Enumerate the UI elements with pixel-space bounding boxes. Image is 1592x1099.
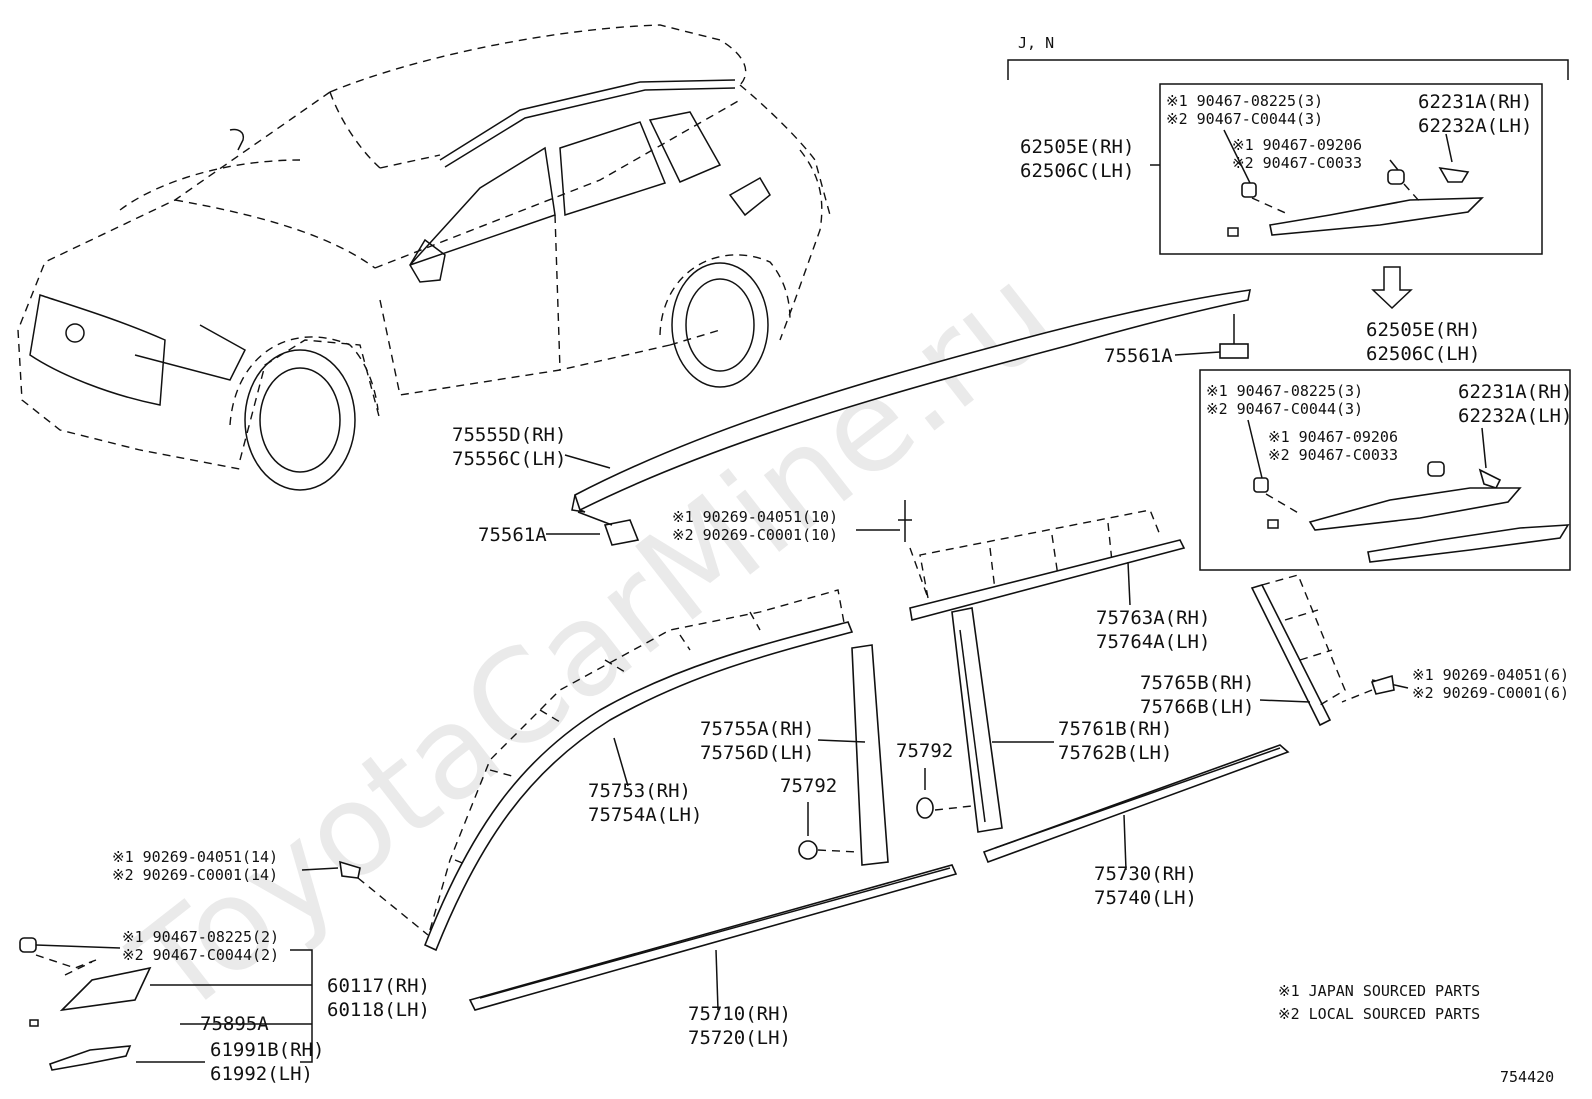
- roof-moulding-shape: [574, 289, 1252, 512]
- quarter-rh-label: 75765B(RH): [1140, 672, 1254, 694]
- clip-right-label-2: ※2 90269-C0001(6): [1412, 684, 1569, 702]
- roof-moulding-group: 75561A 75555D(RH) 75556C(LH) 75561A: [452, 289, 1252, 546]
- upper-mouldings: ※1 90269-04051(10) ※2 90269-C0001(10) 75…: [672, 500, 1569, 727]
- clip-left-label-1: ※1 90269-04051(14): [112, 848, 278, 866]
- front-door-pillar-shape: [851, 644, 889, 866]
- box2-clip-b1: ※1 90467-09206: [1268, 428, 1398, 446]
- clip-right-shape: [1370, 674, 1395, 695]
- box1-clip-b-shape: [1387, 169, 1405, 185]
- detail-box-1: J, N 62505E(RH) 62506C(LH) ※1 90467-0822…: [1007, 34, 1569, 255]
- box1-clip-a2: ※2 90467-C0044(3): [1166, 110, 1323, 128]
- windshield-lh-label: 75754A(LH): [588, 804, 702, 826]
- box1-part-lh: 62506C(LH): [1020, 160, 1134, 182]
- pillar-rear-lh-label: 75762B(LH): [1058, 742, 1172, 764]
- box1-cover-shape: [1438, 166, 1470, 183]
- box2-part-lh: 62506C(LH): [1366, 343, 1480, 365]
- mirror-base-rh-label: 60117(RH): [327, 975, 430, 997]
- mirror-base-shape: [59, 966, 152, 1012]
- diagram-id: 754420: [1500, 1068, 1554, 1086]
- box1-clip-a-shape: [1241, 182, 1257, 198]
- box2-part-rh: 62505E(RH): [1366, 319, 1480, 341]
- roof-mould-lh-label: 75556C(LH): [452, 448, 566, 470]
- watermark: ToyotaCarMine.ru: [107, 239, 1081, 1045]
- garnish-shape: [48, 1045, 132, 1071]
- grommet-b-label: 75792: [896, 740, 953, 762]
- belt-front-lh-label: 75720(LH): [688, 1027, 791, 1049]
- box1-clip-b1: ※1 90467-09206: [1232, 136, 1362, 154]
- group-header: J, N: [1018, 34, 1054, 52]
- detail-box-2: 62505E(RH) 62506C(LH) ※1 90467-08225(3) …: [1199, 319, 1572, 571]
- belt-rear-lh-label: 75740(LH): [1094, 887, 1197, 909]
- box2-cover-rh: 62231A(RH): [1458, 381, 1572, 403]
- box1-cover-rh: 62231A(RH): [1418, 91, 1532, 113]
- box1-cover-lh: 62232A(LH): [1418, 115, 1532, 137]
- mirror-clip-label-2: ※2 90467-C0044(2): [122, 946, 279, 964]
- mirror-clip-label-1: ※1 90467-08225(2): [122, 928, 279, 946]
- box2-clip-a-shape: [1253, 477, 1269, 493]
- clip-left-label-2: ※2 90269-C0001(14): [112, 866, 278, 884]
- belt-mouldings: 75730(RH) 75740(LH) 75710(RH) 75720(LH): [468, 744, 1290, 1049]
- clip-top-label-1: ※1 90269-04051(10): [672, 508, 838, 526]
- upper-rear-rh-label: 75763A(RH): [1096, 607, 1210, 629]
- mirror-clip-shape: [19, 937, 37, 953]
- pillar-front-lh-label: 75756D(LH): [700, 742, 814, 764]
- belt-rear-rh-label: 75730(RH): [1094, 863, 1197, 885]
- mirror-base-lh-label: 60118(LH): [327, 999, 430, 1021]
- box2-clip-b-shape: [1427, 461, 1445, 477]
- rear-door-pillar-shape: [951, 607, 1003, 833]
- box2-spoiler-bracket-shape: [1308, 487, 1522, 531]
- grommet-a-shape: [798, 840, 818, 860]
- roof-mould-rh-label: 75555D(RH): [452, 424, 566, 446]
- roof-clip-rear-label: 75561A: [1104, 345, 1173, 367]
- clip-top-label-2: ※2 90269-C0001(10): [672, 526, 838, 544]
- quarter-lh-label: 75766B(LH): [1140, 696, 1254, 718]
- roof-clip-front-label: 75561A: [478, 524, 547, 546]
- front-belt-moulding-shape: [468, 864, 958, 1011]
- left-lower-parts: ※1 90269-04051(14) ※2 90269-C0001(14) ※1…: [19, 848, 430, 1085]
- down-arrow-icon: [1371, 266, 1413, 310]
- box2-clip-a2: ※2 90467-C0044(3): [1206, 400, 1363, 418]
- box2-clip-a1: ※1 90467-08225(3): [1206, 382, 1363, 400]
- quarter-moulding-shape: [1250, 584, 1332, 727]
- garnish-lh-label: 61992(LH): [210, 1063, 313, 1085]
- box1-part-rh: 62505E(RH): [1020, 136, 1134, 158]
- roof-clip-front-shape: [603, 519, 640, 546]
- rear-belt-moulding-shape: [982, 744, 1290, 864]
- roof-clip-rear-shape: [1219, 343, 1249, 359]
- box2-cover-lh: 62232A(LH): [1458, 405, 1572, 427]
- legend-japan: ※1 JAPAN SOURCED PARTS: [1278, 982, 1480, 1000]
- windshield-moulding-group: 75753(RH) 75754A(LH): [423, 589, 854, 952]
- tape-label: 75895A: [200, 1013, 269, 1035]
- box2-spoiler-shape: [1367, 524, 1570, 563]
- grommet-a-label: 75792: [780, 775, 837, 797]
- vehicle-outline: [17, 24, 831, 491]
- box1-spoiler-shape: [1269, 197, 1484, 236]
- upper-rear-moulding-shape: [909, 539, 1186, 621]
- grommet-b-shape: [916, 797, 934, 819]
- pillar-group: 75755A(RH) 75756D(LH) 75761B(RH) 75762B(…: [700, 607, 1172, 866]
- upper-rear-lh-label: 75764A(LH): [1096, 631, 1210, 653]
- box1-clip-b2: ※2 90467-C0033: [1232, 154, 1362, 172]
- pillar-front-rh-label: 75755A(RH): [700, 718, 814, 740]
- box1-clip-a1: ※1 90467-08225(3): [1166, 92, 1323, 110]
- windshield-moulding-shape: [423, 621, 854, 952]
- belt-front-rh-label: 75710(RH): [688, 1003, 791, 1025]
- box2-clip-b2: ※2 90467-C0033: [1268, 446, 1398, 464]
- pillar-rear-rh-label: 75761B(RH): [1058, 718, 1172, 740]
- legend-local: ※2 LOCAL SOURCED PARTS: [1278, 1005, 1480, 1023]
- box2-cover-shape: [1478, 468, 1502, 489]
- windshield-rh-label: 75753(RH): [588, 780, 691, 802]
- garnish-rh-label: 61991B(RH): [210, 1039, 324, 1061]
- clip-right-label-1: ※1 90269-04051(6): [1412, 666, 1569, 684]
